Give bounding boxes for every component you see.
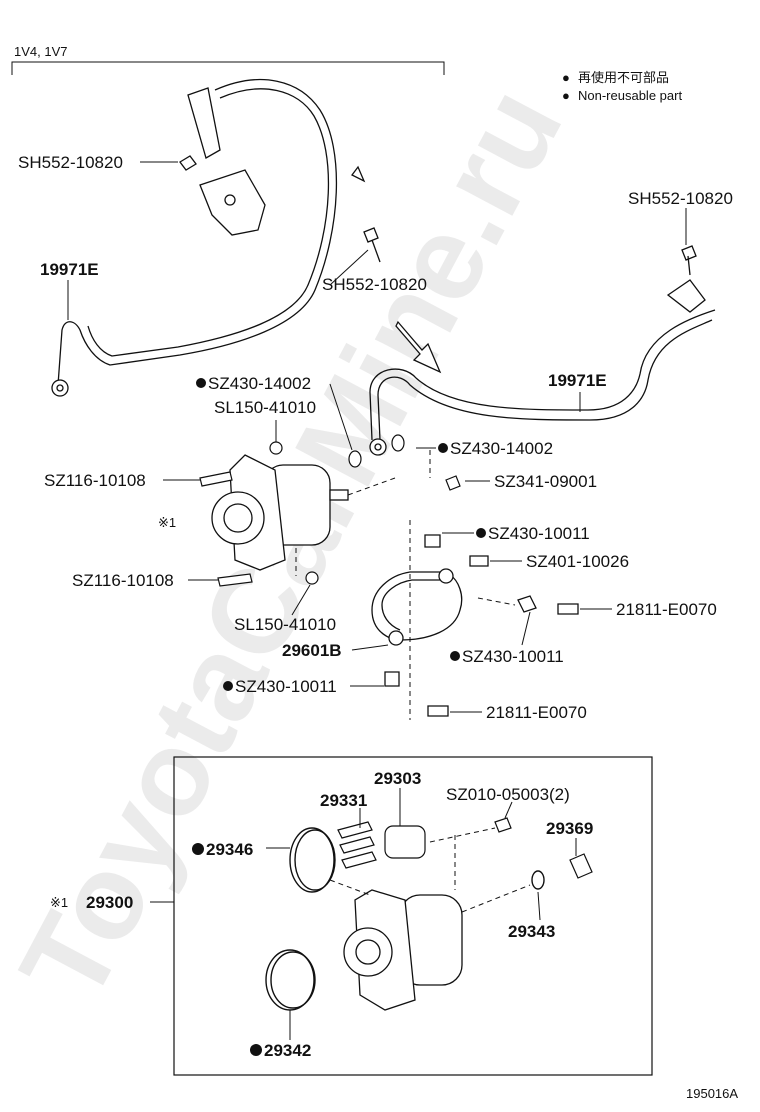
label-29343: 29343 [508, 922, 555, 941]
nonreusable-dot-4 [450, 651, 460, 661]
label-sh552-10820-right: SH552-10820 [628, 189, 733, 208]
label-sz401-10026: SZ401-10026 [526, 552, 629, 571]
label-sl150-41010-a: SL150-41010 [214, 398, 316, 417]
engine-code-bracket [11, 61, 445, 75]
leader-lines [67, 161, 687, 713]
legend-jp: 再使用不可部品 [578, 70, 669, 85]
ref-mark-1: ※1 [158, 515, 176, 530]
label-21811-e0070-a: 21811-E0070 [616, 600, 717, 619]
label-sh552-10820-top: SH552-10820 [18, 153, 123, 172]
label-sz116-10108-b: SZ116-10108 [72, 571, 174, 590]
label-29601b: 29601B [282, 641, 342, 660]
washers-upper [199, 434, 461, 587]
label-sz010-05003: SZ010-05003(2) [446, 785, 570, 804]
diagram-id: 195016A [686, 1086, 738, 1101]
pipe-29601b [371, 534, 579, 717]
pump-assembly-box [173, 756, 653, 1076]
vacuum-pump-lower [343, 889, 463, 1011]
nonreusable-dot-1 [196, 378, 206, 388]
dashed-guides [295, 450, 516, 720]
label-sz430-14002-b: SZ430-14002 [450, 439, 553, 458]
label-sz430-10011-b: SZ430-10011 [462, 647, 564, 666]
label-sl150-41010-b: SL150-41010 [234, 615, 336, 634]
label-29342: 29342 [264, 1041, 311, 1060]
label-sz430-10011-c: SZ430-10011 [235, 677, 337, 696]
pipe-bracket-assembly [51, 78, 381, 397]
label-sh552-10820-mid: SH552-10820 [322, 275, 427, 294]
nonreusable-dot-2 [438, 443, 448, 453]
legend-bullet-en: ● [562, 88, 570, 103]
label-29300: 29300 [86, 893, 133, 912]
label-21811-e0070-b: 21811-E0070 [486, 703, 587, 722]
nonreusable-dot-3 [476, 528, 486, 538]
label-19971e-left: 19971E [40, 260, 99, 279]
nonreusable-dot-6 [192, 843, 204, 855]
legend-en: Non-reusable part [578, 88, 682, 103]
engine-codes: 1V4, 1V7 [14, 44, 68, 59]
label-sz430-14002-a: SZ430-14002 [208, 374, 311, 393]
nonreusable-dot-7 [250, 1044, 262, 1056]
label-sz341-09001: SZ341-09001 [494, 472, 597, 491]
label-29331: 29331 [320, 791, 367, 810]
label-29369: 29369 [546, 819, 593, 838]
rotor-vanes [337, 817, 593, 879]
label-29303: 29303 [374, 769, 421, 788]
nonreusable-dot-5 [223, 681, 233, 691]
ref-mark-1b: ※1 [50, 895, 68, 910]
legend-bullet-jp: ● [562, 70, 570, 85]
label-sz430-10011-a: SZ430-10011 [488, 524, 590, 543]
lower-dashed-guides [329, 827, 531, 913]
vacuum-pump-upper [211, 454, 349, 571]
lower-leader-lines [266, 788, 577, 1040]
direction-arrow [395, 320, 442, 374]
label-29346: 29346 [206, 840, 253, 859]
vacuum-pipe-right [369, 245, 716, 456]
label-sz116-10108-a: SZ116-10108 [44, 471, 146, 490]
label-19971e-right: 19971E [548, 371, 607, 390]
